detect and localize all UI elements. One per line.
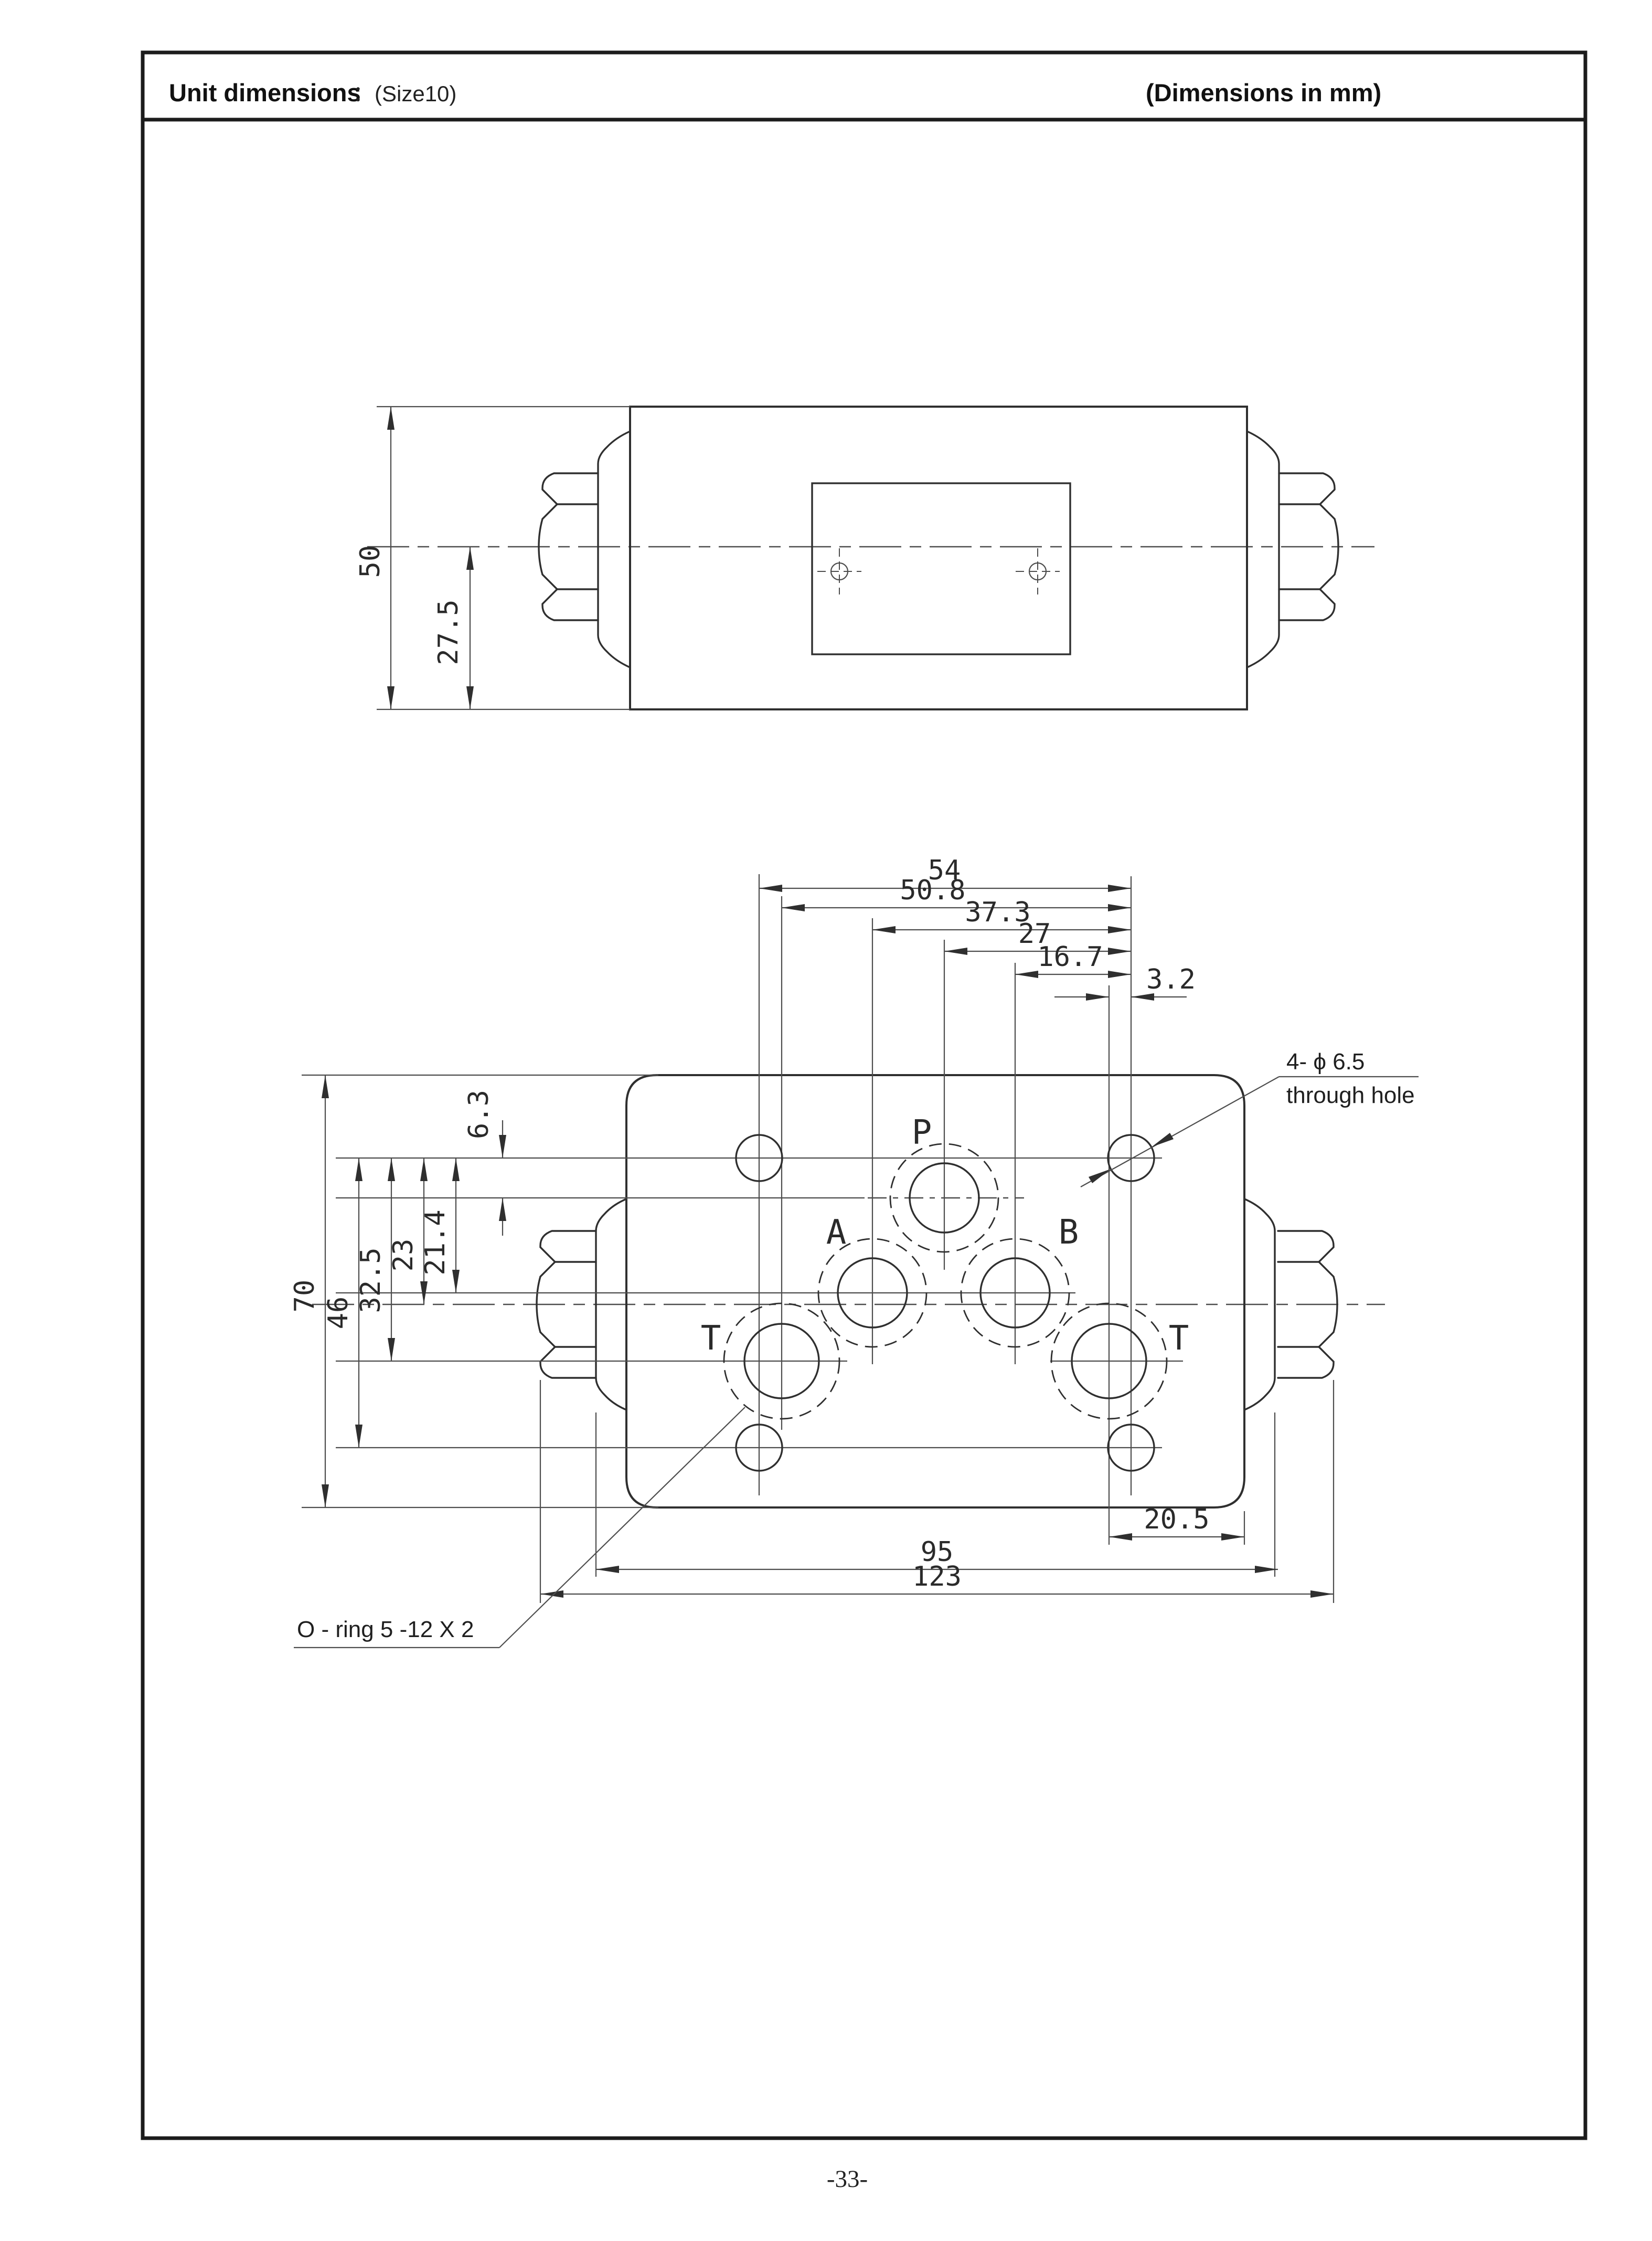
dim-50: 50	[355, 406, 630, 710]
dim-50-label: 50	[355, 545, 386, 578]
mounting-holes	[735, 1134, 1155, 1472]
hole-top-left	[735, 1134, 783, 1182]
dim-54-label: 54	[928, 855, 961, 886]
nameplate-outline	[811, 482, 1071, 655]
dim-27-5-label: 27.5	[433, 599, 464, 665]
dim-37-3-label: 37.3	[965, 897, 1030, 928]
dim-16-7-label: 16.7	[1037, 941, 1103, 973]
hole-bottom-right	[1107, 1424, 1155, 1472]
dim-32-5-label: 32.5	[355, 1247, 387, 1313]
dim-70-label: 70	[289, 1280, 321, 1313]
bottom-dimensions: 20.5 95 123	[540, 1504, 1334, 1598]
oring-note: O - ring 5 -12 X 2	[294, 1407, 745, 1649]
valve-body-outline	[629, 406, 1248, 710]
target-mark-left	[817, 548, 861, 594]
dim-23-label: 23	[388, 1239, 419, 1272]
column-reference-lines	[539, 874, 1335, 1603]
dim-46-label: 46	[323, 1297, 354, 1330]
port-label-p: P	[912, 1113, 932, 1152]
port-b	[960, 1238, 1070, 1348]
header-units-note: (Dimensions in mm)	[1146, 79, 1381, 107]
right-flange	[1246, 430, 1280, 668]
port-label-a: A	[826, 1213, 847, 1252]
side-view: 50 27.5	[355, 406, 1374, 710]
header: Unit dimensions ：(Size10) (Dimensions in…	[169, 79, 1381, 107]
hole-bottom-left	[735, 1424, 783, 1472]
left-flange	[595, 1198, 627, 1411]
through-hole-note: 4- ϕ 6.5 through hole	[1080, 1049, 1419, 1187]
dim-20-5-label: 20.5	[1144, 1504, 1209, 1535]
port-face-view: P A B T T 54 50.8 37.3 27 16.7	[289, 855, 1419, 1649]
header-subtitle: ：(Size10)	[353, 81, 456, 106]
oring-note-text: O - ring 5 -12 X 2	[297, 1617, 474, 1642]
dim-21-4-label: 21.4	[420, 1209, 451, 1275]
page-number: -33-	[827, 2165, 868, 2193]
header-title: Unit dimensions	[169, 79, 361, 107]
port-label-b: B	[1059, 1213, 1079, 1252]
page-border	[141, 50, 1587, 2140]
left-dimension-stack: 70 46 32.5 23 21.4 6.3	[289, 1074, 658, 1509]
port-label-t-right: T	[1169, 1319, 1189, 1358]
through-hole-note-line1: 4- ϕ 6.5	[1286, 1049, 1365, 1075]
dim-123-label: 123	[912, 1561, 962, 1592]
top-dimension-chain: 54 50.8 37.3 27 16.7 3.2	[759, 855, 1196, 1001]
dim-95-label: 95	[921, 1536, 954, 1568]
left-flange	[597, 430, 631, 668]
port-face-body-outline	[625, 1074, 1245, 1509]
port-t-right	[1050, 1302, 1168, 1420]
target-mark-right	[1016, 548, 1060, 594]
port-p	[889, 1143, 999, 1253]
dim-3-2-label: 3.2	[1146, 964, 1196, 995]
dim-6-3-label: 6.3	[463, 1090, 495, 1139]
dim-27-5: 27.5	[433, 547, 474, 709]
hole-top-right	[1107, 1134, 1155, 1182]
port-a	[817, 1238, 928, 1348]
port-label-t-left: T	[701, 1319, 721, 1358]
port-t-left	[723, 1302, 840, 1420]
dim-50-8-label: 50.8	[900, 875, 965, 906]
right-flange	[1243, 1198, 1276, 1411]
through-hole-note-line2: through hole	[1286, 1082, 1415, 1108]
dim-27-label: 27	[1018, 918, 1051, 950]
